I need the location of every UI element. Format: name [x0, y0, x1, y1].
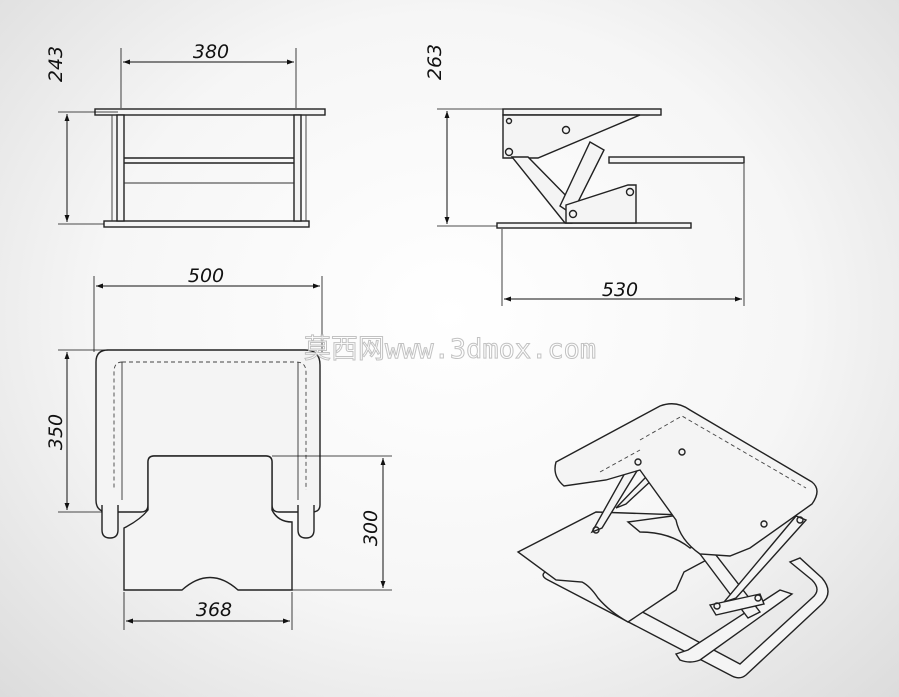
front-view: [437, 108, 745, 306]
watermark-text: 莫西网www.3dmox.com: [304, 334, 596, 365]
dim-side-height: 243: [45, 46, 67, 82]
dim-top-width: 500: [188, 265, 224, 287]
plan-view: [58, 276, 392, 630]
side-view: [58, 48, 326, 228]
dim-front-height: 263: [424, 44, 446, 80]
dim-side-width: 380: [193, 41, 229, 63]
dim-front-width: 530: [602, 279, 638, 301]
dim-front-depth-width: 368: [196, 599, 232, 621]
dim-top-depth: 350: [45, 414, 67, 450]
dim-front-depth: 300: [360, 510, 382, 546]
isometric-view: [516, 403, 829, 679]
